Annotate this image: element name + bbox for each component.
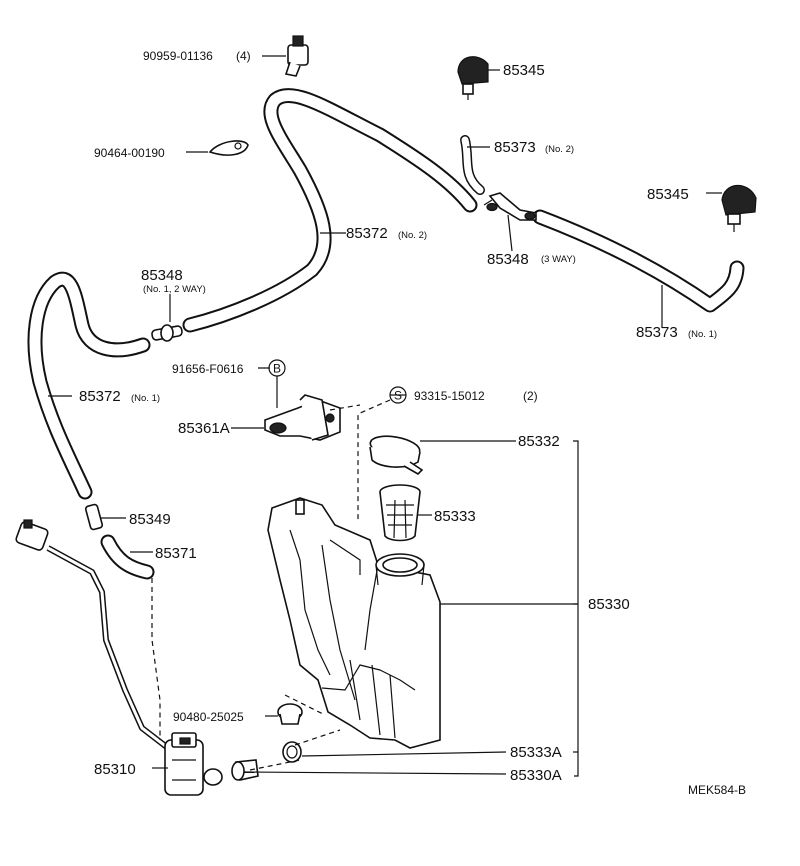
label-85361A: 85361A (178, 420, 230, 437)
label-90464-00190: 90464-00190 (94, 146, 165, 160)
hose-85372-no1 (27, 271, 151, 500)
label-93315-15012: 93315-15012 (414, 389, 485, 403)
clip-90464-00190 (208, 140, 249, 156)
drawing-code: MEK584-B (688, 783, 746, 797)
label-85373-no2-sub: (No. 2) (545, 144, 574, 155)
grommet-85330A (231, 759, 259, 781)
label-91656-f0616: 91656-F0616 (172, 362, 244, 376)
part-labels: 90959-01136 (4) 90464-00190 85345 85345 … (79, 49, 746, 797)
label-85345-top: 85345 (503, 62, 545, 79)
plug-90480 (277, 703, 303, 725)
label-85348-3way: 85348 (487, 251, 529, 268)
label-85345-right: 85345 (647, 186, 689, 203)
marker-b-circle: B (268, 359, 286, 377)
label-85348-3way-sub: (3 WAY) (541, 254, 576, 265)
label-85332: 85332 (518, 433, 560, 450)
svg-text:B: B (273, 362, 281, 376)
label-85333: 85333 (434, 508, 476, 525)
label-90959-qty: (4) (236, 49, 251, 63)
connector-85349 (84, 503, 104, 531)
washer-reservoir-85330 (267, 497, 441, 749)
washer-nozzle-right-85345 (721, 184, 757, 232)
dashed-assembly-lines (151, 399, 391, 771)
svg-text:S: S (394, 389, 402, 403)
label-85372-no1: 85372 (79, 388, 121, 405)
strainer-85333 (379, 484, 421, 542)
reservoir-cap-85332 (369, 435, 424, 475)
hose-85373-no1 (532, 209, 745, 313)
label-85372-no2-sub: (No. 2) (398, 230, 427, 241)
marker-s-circle: S (389, 386, 407, 404)
hose-85372-no2 (182, 88, 478, 333)
washer-pump-85310 (164, 732, 223, 796)
leader-lines (48, 55, 722, 777)
label-85372-no1-sub: (No. 1) (131, 393, 160, 404)
label-85333A: 85333A (510, 744, 562, 761)
label-90959-01136: 90959-01136 (143, 49, 213, 63)
label-85373-no1: 85373 (636, 324, 678, 341)
label-85310: 85310 (94, 761, 136, 778)
hose-85371 (100, 534, 155, 580)
hose-85373-no2 (460, 135, 485, 195)
label-85371: 85371 (155, 545, 197, 562)
label-85373-no1-sub: (No. 1) (688, 329, 717, 340)
washer-nozzle-top-85345 (457, 56, 489, 100)
label-85372-no2: 85372 (346, 225, 388, 242)
joint-85348-3way (483, 192, 537, 221)
bracket-85361A (264, 394, 341, 441)
label-85330: 85330 (588, 596, 630, 613)
label-93315-qty: (2) (523, 389, 538, 403)
label-85373-no2: 85373 (494, 139, 536, 156)
clip-90959-01136 (284, 35, 309, 77)
label-85330A: 85330A (510, 767, 562, 784)
label-90480-25025: 90480-25025 (173, 710, 244, 724)
label-85348-2way: 85348 (141, 267, 183, 284)
pump-wire-harness (15, 519, 170, 751)
joint-85348-2way (151, 324, 183, 342)
grommet-85333A (282, 741, 302, 763)
label-85349: 85349 (129, 511, 171, 528)
label-85348-2way-sub: (No. 1, 2 WAY) (143, 284, 206, 295)
